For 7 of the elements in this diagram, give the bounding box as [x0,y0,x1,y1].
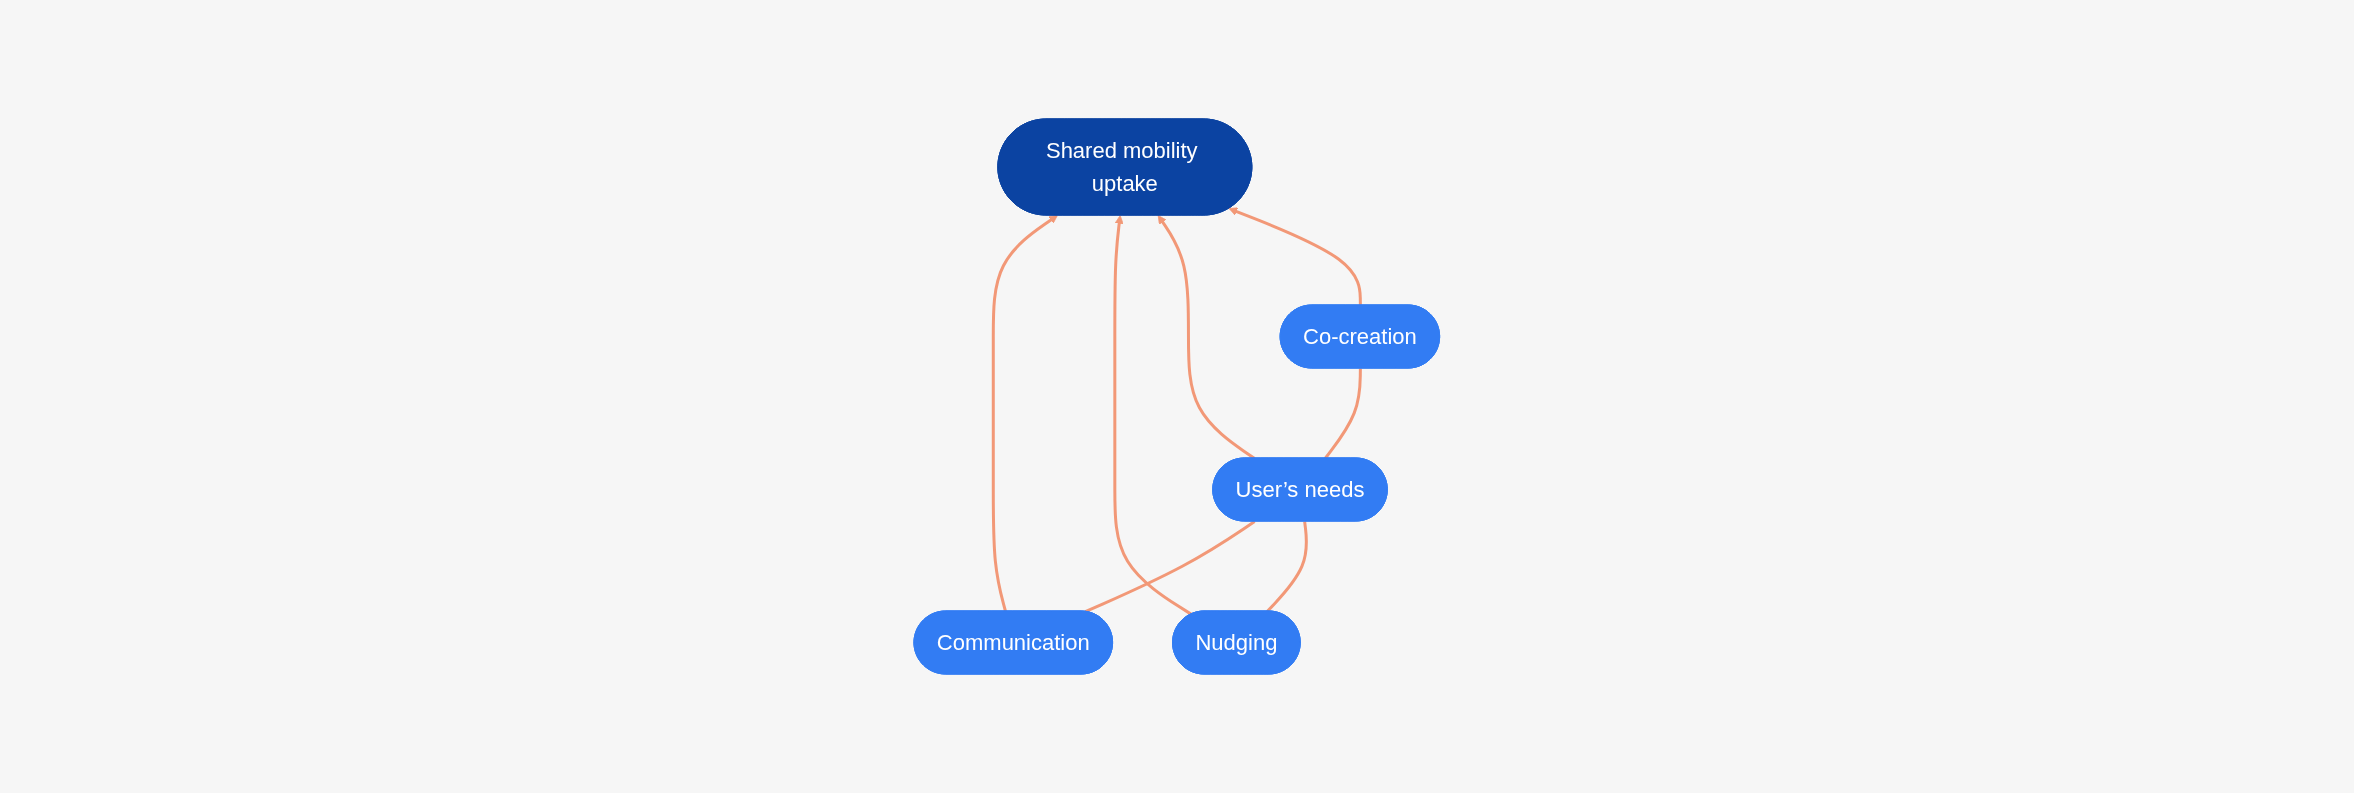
connector [1266,521,1309,613]
arrow [1158,215,1256,460]
arrow [1113,215,1193,616]
connector [1084,520,1256,614]
arrow [992,215,1059,612]
arrow [1228,207,1363,306]
connector [1324,368,1363,460]
